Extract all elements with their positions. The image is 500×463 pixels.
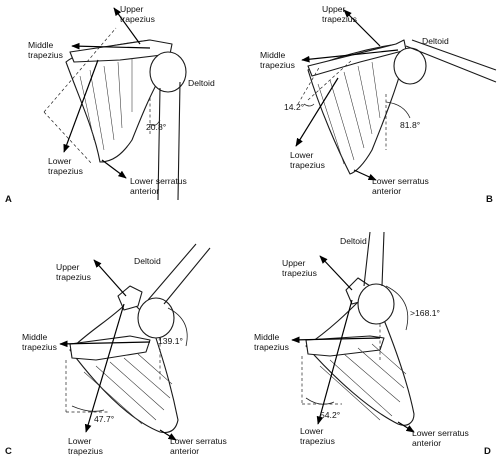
panel-b-lower-serratus-arrow [353,169,377,181]
panel-b-angle-label-81: 81.8° [400,120,420,130]
panel-c-letter: C [5,446,12,457]
panel-b-angle-arc-14 [303,103,315,107]
panel-b-humerus [405,39,497,83]
panel-a-upper-trapezius-arrow [113,7,141,45]
panel-a-middle-trapezius-arrow [71,42,151,50]
panel-b-scapula [307,43,405,175]
panel-d-angle-arc-168 [385,285,409,331]
panel-a-lower-trapezius-arrow [63,59,99,153]
panel-c-angle-arc-47 [71,405,105,412]
panel-d-angle-label-54: 54.2° [320,410,340,420]
panel-d-letter: D [484,446,491,457]
panel-d-hatching [319,343,407,421]
panel-b-deltoid-label: Deltoid [422,36,449,46]
panel-a-angle-label: 20.8° [146,122,166,132]
panel-d-humerus [363,231,385,287]
panel-d-humeral-head [357,283,395,325]
panel-d-upper-trapezius-arrow [319,255,353,291]
panel-a-humerus [157,81,181,201]
panel-c-lower-trapezius-arrow [84,303,125,433]
panel-d-scapula [305,299,415,426]
panel-d-scapular-spine [305,335,385,357]
panel-b-dashed-outline [297,59,353,105]
panel-a-angle-arc [149,119,161,126]
panel-a-lower-serratus-arrow [101,159,127,179]
panel-d-lower-trapezius-arrow [316,299,353,425]
panel-c-hatching [83,353,173,425]
panel-a-letter: A [5,194,12,205]
panel-b-humeral-head [393,47,427,85]
panel-b-angle-arc-81 [385,101,411,119]
panel-d-angle-label-168: >168.1° [410,308,440,318]
panel-a-hatching [79,58,133,151]
panel-c-humeral-head [137,297,175,339]
panel-b-upper-trapezius-arrow [343,9,381,47]
panel-d-deltoid-label: Deltoid [340,236,367,246]
panel-d-lower-serratus-arrow [397,421,415,433]
panel-b-letter: B [486,194,493,205]
panel-c-lower-serratus-arrow [159,429,177,441]
panel-b-middle-trapezius-arrow [301,49,399,63]
panel-a-dashed-outline [43,27,117,165]
panel-c-deltoid-label: Deltoid [134,256,161,266]
panel-d-dashed-outline [301,356,342,405]
panel-c-humerus [147,243,211,305]
panel-c-middle-trapezius-arrow [59,340,151,348]
panel-c-angle-arc-139 [167,307,188,347]
panel-c-angle-label-47: 47.7° [94,414,114,424]
panel-c-angle-label-139: 139.1° [158,336,183,346]
panel-c-acromion [117,285,143,311]
panel-b-hatching [317,61,381,165]
panel-a-deltoid-label: Deltoid [188,78,215,88]
panel-d-middle-trapezius-arrow [291,336,381,344]
panel-b-lower-trapezius-arrow [295,77,339,147]
panel-c-dashed-outline [65,360,110,413]
panel-c-upper-trapezius-arrow [93,259,127,297]
panel-b-angle-label-14: 14.2° [284,102,304,112]
panel-d-angle-arc-54 [305,397,335,405]
panel-a-humeral-head [149,51,187,93]
